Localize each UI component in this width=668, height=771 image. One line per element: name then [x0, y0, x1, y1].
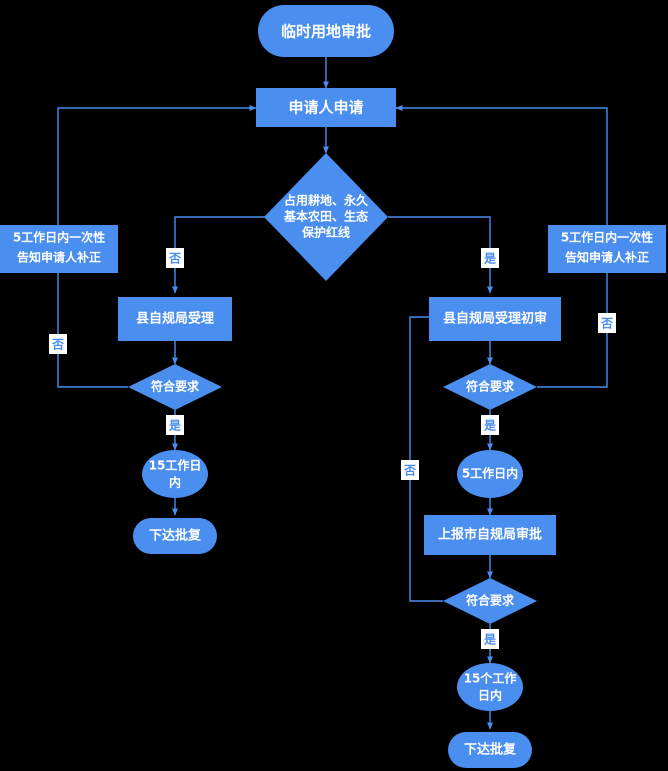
node-days15-left[interactable]: 15工作日 内 [142, 450, 208, 498]
edge-check-right-to-notify [537, 262, 610, 388]
node-county-first[interactable]: 县自规局受理初审 [429, 297, 561, 341]
node-start[interactable]: 临时用地审批 [258, 5, 394, 57]
edge-label-decision-yes-text: 是 [483, 252, 497, 266]
node-days15-right-line2: 日内 [478, 688, 502, 703]
edge-label-check-left-yes-text: 是 [168, 419, 182, 433]
node-days15-right[interactable]: 15个工作 日内 [457, 663, 523, 711]
node-county-accept-label: 县自规局受理 [136, 311, 214, 327]
node-reply-right[interactable]: 下达批复 [448, 732, 532, 768]
edge-label-check-left-no-text: 否 [51, 338, 64, 352]
edge-label-check-right-yes-text: 是 [483, 419, 497, 433]
node-days5-right-label: 5工作日内 [462, 466, 518, 481]
edge-label-check-city-no: 否 [401, 460, 419, 480]
edge-label-check-right-no: 否 [598, 313, 616, 333]
edge-label-check-left-yes: 是 [166, 415, 184, 435]
node-check-city-label: 符合要求 [466, 593, 515, 608]
node-check-left[interactable]: 符合要求 [128, 364, 222, 410]
node-days15-left-line2: 内 [169, 475, 181, 490]
edge-label-decision-no: 否 [166, 248, 184, 268]
node-check-city[interactable]: 符合要求 [443, 578, 537, 624]
node-check-right[interactable]: 符合要求 [443, 364, 537, 410]
node-days15-left-line1: 15工作日 [149, 458, 202, 473]
edge-notify-left-to-apply [57, 105, 257, 225]
node-check-left-label: 符合要求 [151, 379, 200, 394]
node-notify-left-line2: 告知申请人补正 [17, 250, 101, 265]
node-notify-left-line1: 5工作日内一次性 [13, 230, 105, 245]
edge-notify-right-to-apply [395, 105, 608, 225]
node-notify-left[interactable]: 5工作日内一次性 告知申请人补正 [0, 225, 118, 273]
node-notify-right[interactable]: 5工作日内一次性 告知申请人补正 [548, 225, 666, 273]
node-reply-right-label: 下达批复 [464, 742, 517, 758]
node-city-report[interactable]: 上报市自规局审批 [424, 515, 556, 555]
node-city-report-label: 上报市自规局审批 [438, 527, 542, 543]
node-apply[interactable]: 申请人申请 [256, 88, 396, 127]
node-start-label: 临时用地审批 [281, 23, 371, 41]
edge-check-city-to-county-first [409, 314, 444, 602]
edge-label-check-city-yes-text: 是 [483, 633, 497, 647]
edge-decision-to-county-accept [172, 216, 265, 294]
node-decision-land-line2: 基本农田、生态 [283, 209, 368, 224]
node-notify-right-line1: 5工作日内一次性 [561, 230, 653, 245]
edge-label-check-right-yes: 是 [481, 415, 499, 435]
edge-label-check-city-yes: 是 [481, 629, 499, 649]
edge-label-decision-yes: 是 [481, 248, 499, 268]
node-decision-land[interactable]: 占用耕地、永久 基本农田、生态 保护红线 [264, 153, 388, 281]
node-county-accept[interactable]: 县自规局受理 [118, 297, 232, 341]
node-decision-land-line1: 占用耕地、永久 [284, 193, 369, 208]
node-reply-left[interactable]: 下达批复 [133, 518, 217, 554]
node-decision-land-line3: 保护红线 [301, 225, 350, 240]
edge-label-check-left-no: 否 [49, 334, 67, 354]
edge-label-decision-no-text: 否 [168, 252, 181, 266]
edge-check-left-to-notify [55, 262, 128, 388]
node-apply-label: 申请人申请 [288, 99, 363, 117]
edge-decision-to-county-first [388, 216, 493, 294]
node-days15-right-line1: 15个工作 [464, 671, 517, 686]
edge-label-check-right-no-text: 否 [600, 317, 613, 331]
node-reply-left-label: 下达批复 [149, 528, 202, 544]
node-notify-right-line2: 告知申请人补正 [565, 250, 649, 265]
node-check-right-label: 符合要求 [466, 379, 515, 394]
edge-label-check-city-no-text: 否 [403, 464, 416, 478]
node-days5-right[interactable]: 5工作日内 [457, 450, 523, 498]
node-county-first-label: 县自规局受理初审 [443, 311, 547, 327]
